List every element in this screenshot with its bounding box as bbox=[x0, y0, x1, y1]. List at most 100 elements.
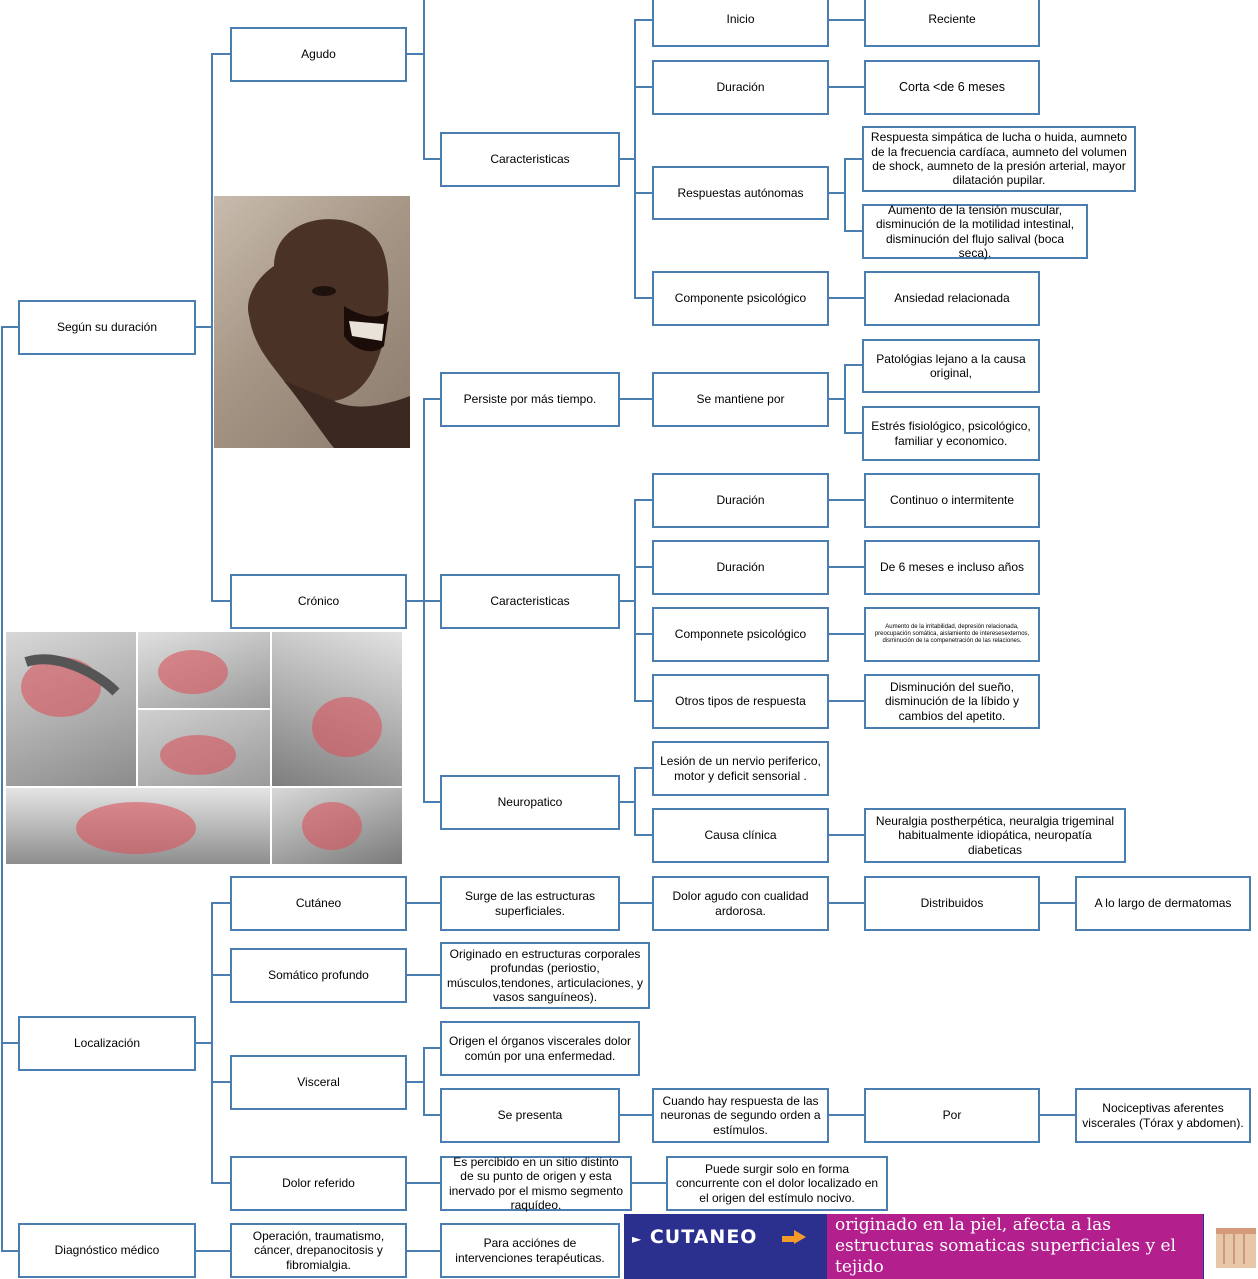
node-cuando-hay: Cuando hay respuesta de las neuronas de … bbox=[652, 1088, 829, 1143]
node-label: Visceral bbox=[297, 1075, 340, 1090]
node-label: Duración bbox=[716, 493, 765, 508]
node-label: Crónico bbox=[297, 594, 340, 609]
node-localizacion: Localización bbox=[18, 1016, 196, 1071]
node-label: Duración bbox=[716, 560, 765, 575]
node-caracteristicas-cronico: Caracteristicas bbox=[440, 574, 620, 629]
lower-back-photo bbox=[138, 710, 270, 786]
node-label: Disminución del sueño, disminución de la… bbox=[884, 679, 1020, 723]
node-label: Patológias lejano a la causa original, bbox=[876, 351, 1026, 380]
node-neuralgia: Neuralgia postherpética, neuralgia trige… bbox=[864, 808, 1126, 863]
node-label: Localización bbox=[73, 1036, 141, 1051]
node-otros-tipos: Otros tipos de respuesta bbox=[652, 674, 829, 729]
node-label: Respuesta simpática de lucha o huida, au… bbox=[870, 130, 1128, 188]
node-aumento-irritabilidad: Aumento de la irritabilidad, depresión r… bbox=[864, 607, 1040, 662]
node-label: Neuropatico bbox=[497, 795, 563, 810]
node-label: Surge de las estructuras superficiales. bbox=[464, 889, 596, 918]
node-cronico: Crónico bbox=[230, 574, 407, 629]
node-label: De 6 meses e incluso años bbox=[879, 560, 1025, 575]
node-neuropatico: Neuropatico bbox=[440, 775, 620, 830]
node-label: Dolor referido bbox=[282, 1176, 355, 1191]
node-duracion-agudo: Duración bbox=[652, 60, 829, 115]
node-label: Aumento de la irritabilidad, depresión r… bbox=[874, 624, 1030, 644]
node-label: Según su duración bbox=[56, 320, 158, 335]
node-corta: Corta <de 6 meses bbox=[864, 60, 1040, 115]
node-label: Neuralgia postherpética, neuralgia trige… bbox=[875, 813, 1115, 857]
elbow-pain-photo bbox=[272, 632, 402, 786]
node-reciente: Reciente bbox=[864, 0, 1040, 47]
node-caracteristicas-agudo: Caracteristicas bbox=[440, 132, 620, 187]
cutaneo-banner: ► CUTANEO originado en la piel, afecta a… bbox=[624, 1214, 1258, 1279]
node-visceral: Visceral bbox=[230, 1055, 407, 1110]
node-dolor-agudo: Dolor agudo con cualidad ardorosa. bbox=[652, 876, 829, 931]
node-es-percibido: Es percibido en un sitio distinto de su … bbox=[440, 1154, 632, 1212]
node-para-acciones: Para acciónes de intervenciones terapéut… bbox=[440, 1223, 620, 1278]
banner-text: originado en la piel, afecta a las estru… bbox=[827, 1214, 1203, 1279]
node-label: Nociceptivas aferentes viscerales (Tórax… bbox=[1082, 1101, 1244, 1130]
node-label: A lo largo de dermatomas bbox=[1094, 896, 1232, 911]
node-respuestas-autonomas: Respuestas autónomas bbox=[652, 166, 829, 220]
node-por: Por bbox=[864, 1088, 1040, 1143]
node-seis-meses: De 6 meses e incluso años bbox=[864, 540, 1040, 595]
node-nociceptivas: Nociceptivas aferentes viscerales (Tórax… bbox=[1075, 1088, 1251, 1143]
node-duracion-cronico-2: Duración bbox=[652, 540, 829, 595]
node-patologias: Patológias lejano a la causa original, bbox=[862, 339, 1040, 393]
node-label: Distribuidos bbox=[920, 896, 984, 911]
node-inicio: Inicio bbox=[652, 0, 829, 47]
waist-pain-photo bbox=[6, 788, 270, 864]
banner-label-text: CUTANEO bbox=[649, 1226, 758, 1248]
node-label: Corta <de 6 meses bbox=[899, 80, 1005, 94]
node-persiste: Persiste por más tiempo. bbox=[440, 372, 620, 427]
node-label: Es percibido en un sitio distinto de su … bbox=[448, 1154, 624, 1212]
node-originado-estructuras: Originado en estructuras corporales prof… bbox=[440, 942, 650, 1009]
node-duracion-cronico-1: Duración bbox=[652, 473, 829, 528]
node-label: Respuestas autónomas bbox=[677, 185, 804, 200]
node-respuesta-simpatica: Respuesta simpática de lucha o huida, au… bbox=[862, 126, 1136, 192]
node-label: Continuo o intermitente bbox=[889, 493, 1015, 508]
shoulder-pain-photo bbox=[138, 632, 270, 708]
node-label: Otros tipos de respuesta bbox=[675, 694, 806, 709]
node-label: Componente psicológico bbox=[674, 291, 807, 306]
node-agudo: Agudo bbox=[230, 27, 407, 82]
node-continuo: Continuo o intermitente bbox=[864, 473, 1040, 528]
node-label: Somático profundo bbox=[268, 968, 369, 983]
node-label: Operación, traumatismo, cáncer, drepanoc… bbox=[252, 1228, 385, 1272]
banner-text-content: originado en la piel, afecta a las estru… bbox=[835, 1215, 1176, 1277]
node-label: Por bbox=[942, 1108, 962, 1123]
node-label: Cuando hay respuesta de las neuronas de … bbox=[660, 1093, 821, 1137]
node-componente-psicologico: Componente psicológico bbox=[652, 271, 829, 326]
node-distribuidos: Distribuidos bbox=[864, 876, 1040, 931]
node-somatico: Somático profundo bbox=[230, 948, 407, 1003]
node-causa-clinica: Causa clínica bbox=[652, 808, 829, 863]
triangle-icon: ► bbox=[632, 1232, 643, 1246]
node-label: Aumento de la tensión muscular, disminuc… bbox=[875, 202, 1075, 260]
arrow-shaft bbox=[782, 1236, 795, 1242]
node-label: Se presenta bbox=[497, 1108, 563, 1123]
node-estres: Estrés fisiológico, psicológico, familia… bbox=[862, 406, 1040, 461]
node-label: Componnete psicológico bbox=[674, 627, 807, 642]
node-label: Reciente bbox=[928, 12, 976, 27]
node-label: Origen el órganos viscerales dolor común… bbox=[448, 1034, 632, 1063]
node-label: Dolor agudo con cualidad ardorosa. bbox=[672, 889, 809, 918]
node-label: Para acciónes de intervenciones terapéut… bbox=[455, 1236, 605, 1265]
node-label: Persiste por más tiempo. bbox=[463, 392, 597, 407]
node-origen-organos: Origen el órganos viscerales dolor común… bbox=[440, 1021, 640, 1076]
node-label: Cutáneo bbox=[295, 896, 342, 911]
node-disminucion-sueno: Disminución del sueño, disminución de la… bbox=[864, 674, 1040, 729]
back-pain-photo bbox=[6, 632, 136, 786]
node-ansiedad: Ansiedad relacionada bbox=[864, 271, 1040, 326]
node-label: Agudo bbox=[301, 47, 336, 62]
node-label: Se mantiene por bbox=[696, 392, 785, 407]
node-surge: Surge de las estructuras superficiales. bbox=[440, 876, 620, 931]
knee-pain-photo bbox=[272, 788, 402, 864]
arrow-icon bbox=[794, 1230, 806, 1244]
node-dermatomas: A lo largo de dermatomas bbox=[1075, 876, 1251, 931]
node-aumento-tension: Aumento de la tensión muscular, disminuc… bbox=[862, 202, 1088, 260]
node-label: Caracteristicas bbox=[490, 594, 570, 609]
node-label: Duración bbox=[716, 80, 765, 95]
node-cutaneo: Cutáneo bbox=[230, 876, 407, 931]
node-componnete-psicologico: Componnete psicológico bbox=[652, 607, 829, 662]
node-se-presenta: Se presenta bbox=[440, 1088, 620, 1143]
node-label: Causa clínica bbox=[704, 828, 777, 843]
node-label: Inicio bbox=[726, 12, 755, 27]
